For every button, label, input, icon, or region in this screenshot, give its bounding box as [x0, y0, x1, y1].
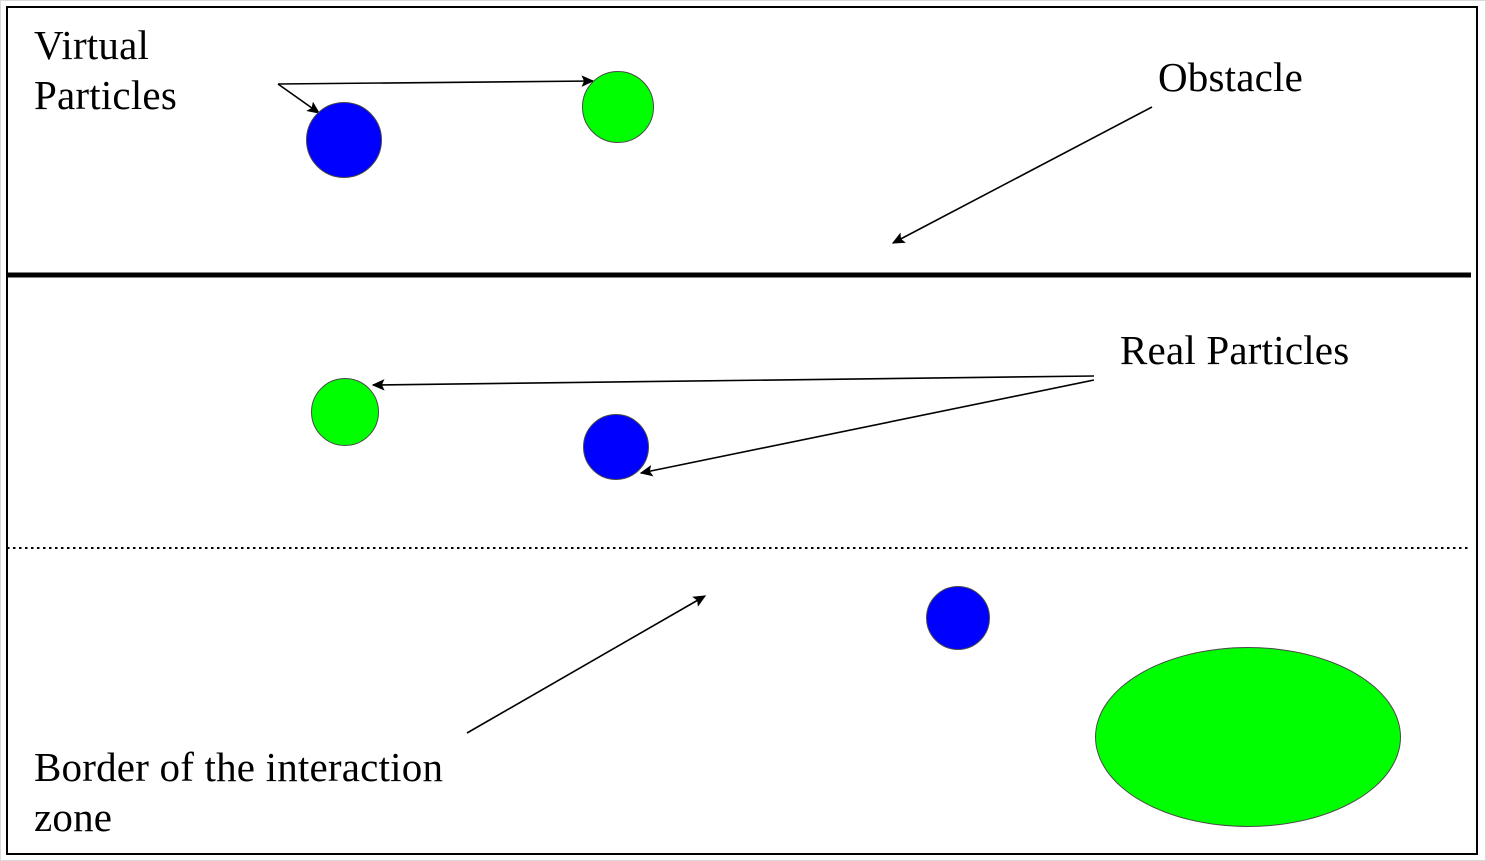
arrow-virtual-to-blue — [277, 83, 321, 114]
arrow-virtual-to-green — [277, 75, 595, 87]
arrow-border-zone — [466, 595, 707, 734]
label-obstacle: Obstacle — [1158, 54, 1304, 100]
label-real-particles: Real Particles — [1120, 327, 1350, 373]
virtual-particle-blue — [306, 102, 382, 178]
outside-particle-green — [1095, 647, 1401, 827]
virtual-particle-green — [582, 71, 654, 143]
outside-particle-blue — [926, 586, 990, 650]
real-particle-green — [311, 378, 379, 446]
arrow-obstacle — [891, 106, 1153, 244]
arrow-real-to-blue — [639, 379, 1095, 477]
label-virtual-particles: Virtual Particles — [34, 22, 177, 119]
label-border-zone: Border of the interaction zone — [34, 744, 444, 841]
real-particle-blue — [583, 414, 649, 480]
arrow-real-to-green — [371, 375, 1095, 391]
